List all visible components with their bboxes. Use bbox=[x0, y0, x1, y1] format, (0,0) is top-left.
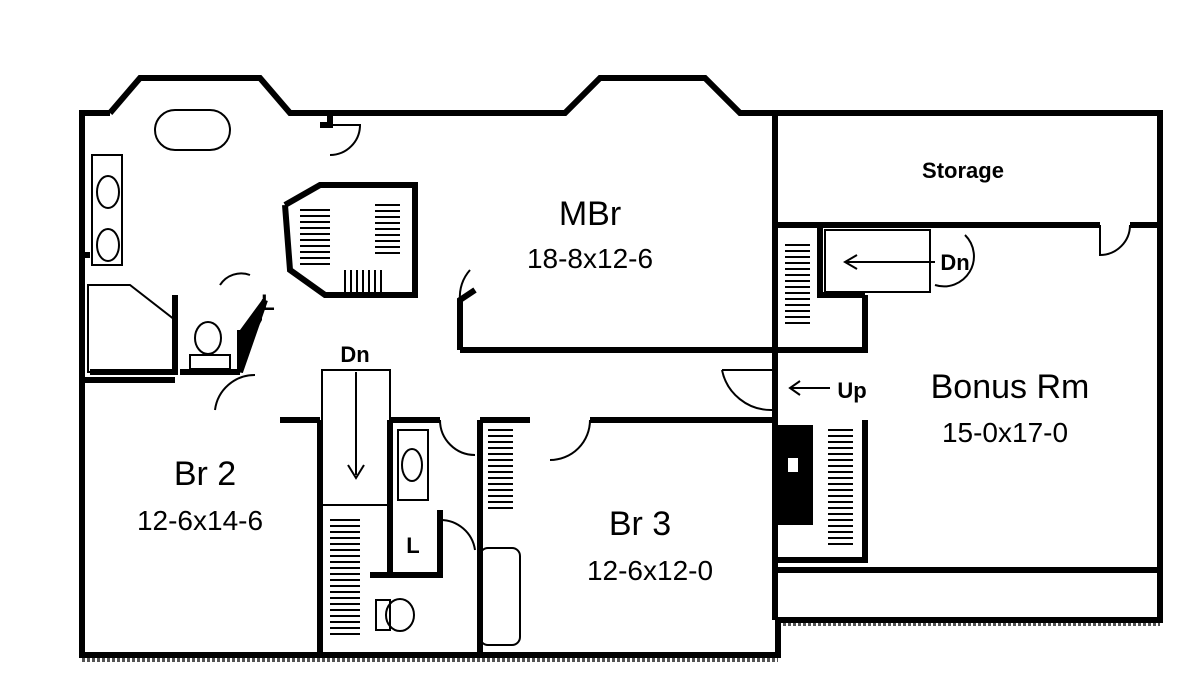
room-dims-br3: 12-6x12-0 bbox=[587, 555, 713, 586]
wall-chase bbox=[240, 300, 262, 360]
bathtub-oval bbox=[154, 109, 231, 151]
room-name-br2: Br 2 bbox=[174, 455, 236, 493]
chimney bbox=[778, 425, 813, 525]
toilet-tank bbox=[375, 599, 391, 631]
sink-icon bbox=[401, 448, 423, 482]
room-dims-br2: 12-6x14-6 bbox=[137, 505, 263, 536]
stairs-main bbox=[321, 369, 391, 506]
toilet-icon bbox=[194, 321, 222, 355]
laundry-label-upper: L bbox=[261, 290, 274, 315]
sink-icon bbox=[96, 228, 120, 262]
stair-label-down-right: Dn bbox=[940, 250, 969, 275]
toilet-tank bbox=[189, 354, 231, 370]
stair-label-down: Dn bbox=[340, 342, 369, 367]
room-dims-mbr: 18-8x12-6 bbox=[527, 243, 653, 274]
room-name-bonus: Bonus Rm bbox=[931, 368, 1090, 406]
sink-icon bbox=[96, 175, 120, 209]
stairs-up bbox=[788, 380, 830, 396]
vanity bbox=[91, 154, 123, 266]
closet-shelving bbox=[300, 204, 853, 635]
shower bbox=[87, 284, 176, 373]
stairs-right bbox=[824, 229, 935, 293]
fixtures bbox=[87, 109, 813, 646]
chimney-flue bbox=[788, 458, 798, 472]
room-name-mbr: MBr bbox=[559, 195, 621, 233]
exterior-walls bbox=[79, 75, 1163, 658]
bathtub bbox=[479, 547, 521, 646]
vanity-2 bbox=[397, 429, 429, 501]
stair-label-up: Up bbox=[837, 378, 866, 403]
laundry-label-lower: L bbox=[406, 533, 419, 558]
toilet-icon bbox=[385, 598, 415, 632]
room-dims-bonus: 15-0x17-0 bbox=[942, 417, 1068, 448]
door-swings bbox=[214, 124, 1131, 551]
room-name-br3: Br 3 bbox=[609, 505, 671, 543]
room-name-storage: Storage bbox=[922, 158, 1004, 183]
